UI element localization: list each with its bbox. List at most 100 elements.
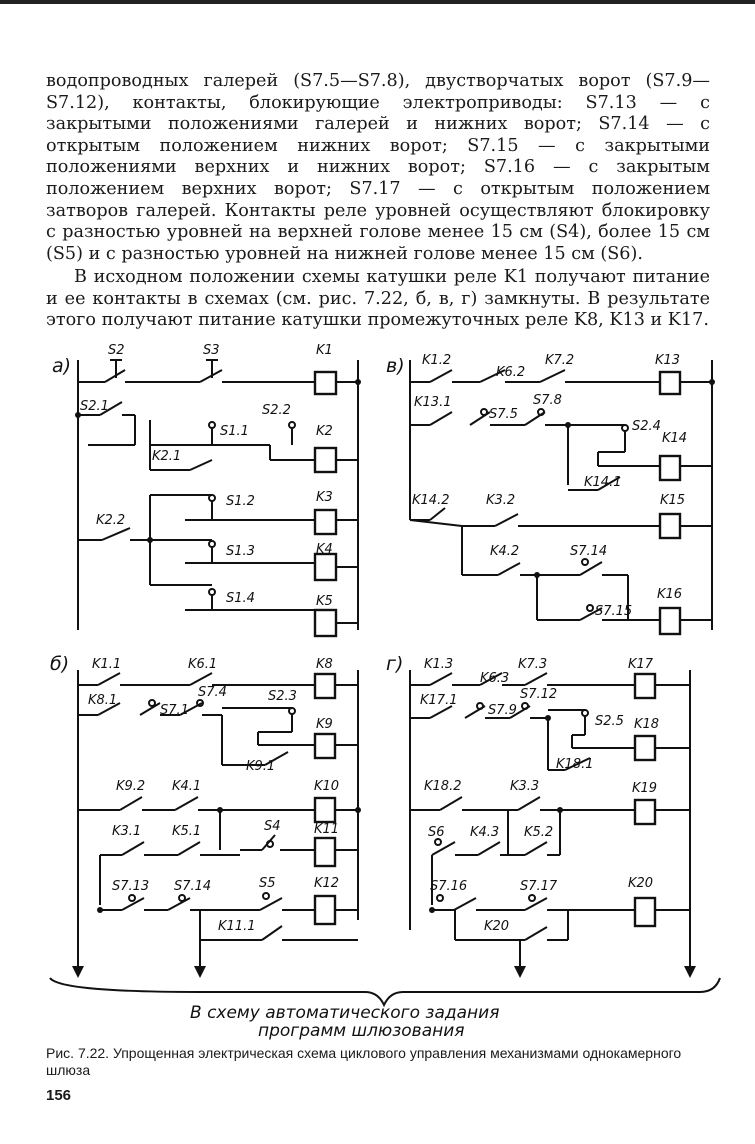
- bracket: [49, 977, 721, 1008]
- label-S7.14b: S7.14: [174, 879, 211, 894]
- label-K8.1: K8.1: [88, 693, 117, 708]
- coil-K17: [633, 672, 657, 700]
- label-S7.5: S7.5: [489, 407, 518, 422]
- label-S5: S5: [259, 876, 276, 891]
- label-S6: S6: [428, 825, 445, 840]
- label-K18.2: K18.2: [424, 779, 461, 794]
- label-K17.1: K17.1: [420, 693, 457, 708]
- label-K19: K19: [632, 781, 657, 796]
- label-K2.1: K2.1: [152, 449, 181, 464]
- circuit-figure: а) S2 S3 K1 S2.1 S1.1 S2.2: [49, 343, 721, 1040]
- coil-K14: [658, 454, 682, 482]
- label-K7.2: K7.2: [545, 353, 574, 368]
- page-number: 156: [46, 1087, 72, 1104]
- label-K1.2: K1.2: [422, 353, 451, 368]
- coil-K12: [313, 894, 337, 926]
- label-S3: S3: [203, 343, 220, 358]
- label-K16: K16: [657, 587, 682, 602]
- coil-K5: [313, 608, 338, 638]
- label-S2.1: S2.1: [80, 399, 109, 414]
- label-K5: K5: [316, 594, 333, 609]
- panel-v: в) K1.2 K6.2 K7.2 K13 K13.1 S7.5 S7.8 S2…: [386, 353, 715, 636]
- label-K13.1: K13.1: [414, 395, 451, 410]
- coil-K10: [313, 796, 337, 824]
- label-K12: K12: [314, 876, 339, 891]
- figure-caption: Рис. 7.22. Упрощенная электрическая схем…: [46, 1045, 682, 1078]
- label-K11.1: K11.1: [218, 919, 255, 934]
- coil-K15: [658, 512, 682, 540]
- label-K3.3: K3.3: [510, 779, 539, 794]
- label-K9: K9: [316, 717, 333, 732]
- label-K3: K3: [316, 490, 333, 505]
- label-K9.2: K9.2: [116, 779, 145, 794]
- bottom-note-line-1: В схему автоматического задания: [190, 1003, 499, 1023]
- label-K2.2: K2.2: [96, 513, 125, 528]
- label-K4.2: K4.2: [490, 544, 519, 559]
- label-K4.1: K4.1: [172, 779, 201, 794]
- label-K8: K8: [316, 657, 333, 672]
- label-K3.1: K3.1: [112, 824, 141, 839]
- label-S7.13: S7.13: [112, 879, 149, 894]
- label-S2.3: S2.3: [268, 689, 297, 704]
- label-K14: K14: [662, 431, 687, 446]
- coil-K13: [658, 370, 682, 396]
- paragraph-1: водопроводных галерей (S7.5—S7.8), двуст…: [46, 71, 710, 264]
- panel-a-label: а): [52, 355, 71, 377]
- label-S7.12: S7.12: [520, 687, 557, 702]
- label-K4: K4: [316, 542, 333, 557]
- label-S2.2: S2.2: [262, 403, 291, 418]
- coil-K19: [633, 798, 657, 826]
- coil-K16: [658, 606, 682, 636]
- label-S7.4: S7.4: [198, 685, 227, 700]
- label-K15: K15: [660, 493, 685, 508]
- panel-v-label: в): [386, 355, 405, 377]
- coil-K8: [313, 672, 337, 700]
- label-S1.1: S1.1: [220, 424, 249, 439]
- label-K18: K18: [634, 717, 659, 732]
- panel-g: г) K1.3 K6.3 K7.3 K17 K17.1 S7.9 S7.12 S…: [386, 653, 696, 978]
- label-S1.4: S1.4: [226, 591, 255, 606]
- label-S7.14: S7.14: [570, 544, 607, 559]
- label-S4: S4: [264, 819, 281, 834]
- label-S7.17: S7.17: [520, 879, 558, 894]
- panel-a: а) S2 S3 K1 S2.1 S1.1 S2.2: [52, 343, 361, 638]
- label-K6.1: K6.1: [188, 657, 217, 672]
- label-K1.3: K1.3: [424, 657, 453, 672]
- label-K17: K17: [628, 657, 654, 672]
- coil-K4: [313, 552, 338, 582]
- label-S7.15: S7.15: [595, 604, 632, 619]
- bottom-note-line-2: программ шлюзования: [258, 1021, 465, 1040]
- coil-K18: [633, 734, 657, 762]
- label-K4.3: K4.3: [470, 825, 499, 840]
- coil-K2: [313, 446, 338, 474]
- label-S2.4: S2.4: [632, 419, 661, 434]
- label-S7.8: S7.8: [533, 393, 562, 408]
- label-K5.2: K5.2: [524, 825, 553, 840]
- coil-K20: [633, 896, 657, 928]
- label-K11: K11: [314, 822, 339, 837]
- panel-b-label: б): [50, 653, 69, 675]
- coil-K1: [313, 370, 338, 396]
- label-K13: K13: [655, 353, 680, 368]
- label-K5.1: K5.1: [172, 824, 201, 839]
- label-K20-contact: K20: [484, 919, 509, 934]
- label-K20: K20: [628, 876, 653, 891]
- label-K10: K10: [314, 779, 339, 794]
- label-S2.5: S2.5: [595, 714, 624, 729]
- paragraph-2: В исходном положении схемы катушки реле …: [46, 267, 710, 331]
- coil-K11: [313, 836, 337, 868]
- label-K14.2: K14.2: [412, 493, 449, 508]
- label-S1.3: S1.3: [226, 544, 255, 559]
- label-K1.1: K1.1: [92, 657, 121, 672]
- label-K14.1: K14.1: [584, 475, 621, 490]
- label-K6.2: K6.2: [496, 365, 525, 380]
- label-K2: K2: [316, 424, 333, 439]
- label-S2: S2: [108, 343, 125, 358]
- panel-b: б) K1.1 K6.1 K8 K8.1 S7.1 S7.4 S2.3 K9: [50, 653, 361, 978]
- label-S1.2: S1.2: [226, 494, 255, 509]
- label-S7.9: S7.9: [488, 703, 517, 718]
- label-K1: K1: [316, 343, 333, 358]
- label-K7.3: K7.3: [518, 657, 547, 672]
- panel-g-label: г): [386, 653, 403, 675]
- top-rule: [0, 0, 755, 4]
